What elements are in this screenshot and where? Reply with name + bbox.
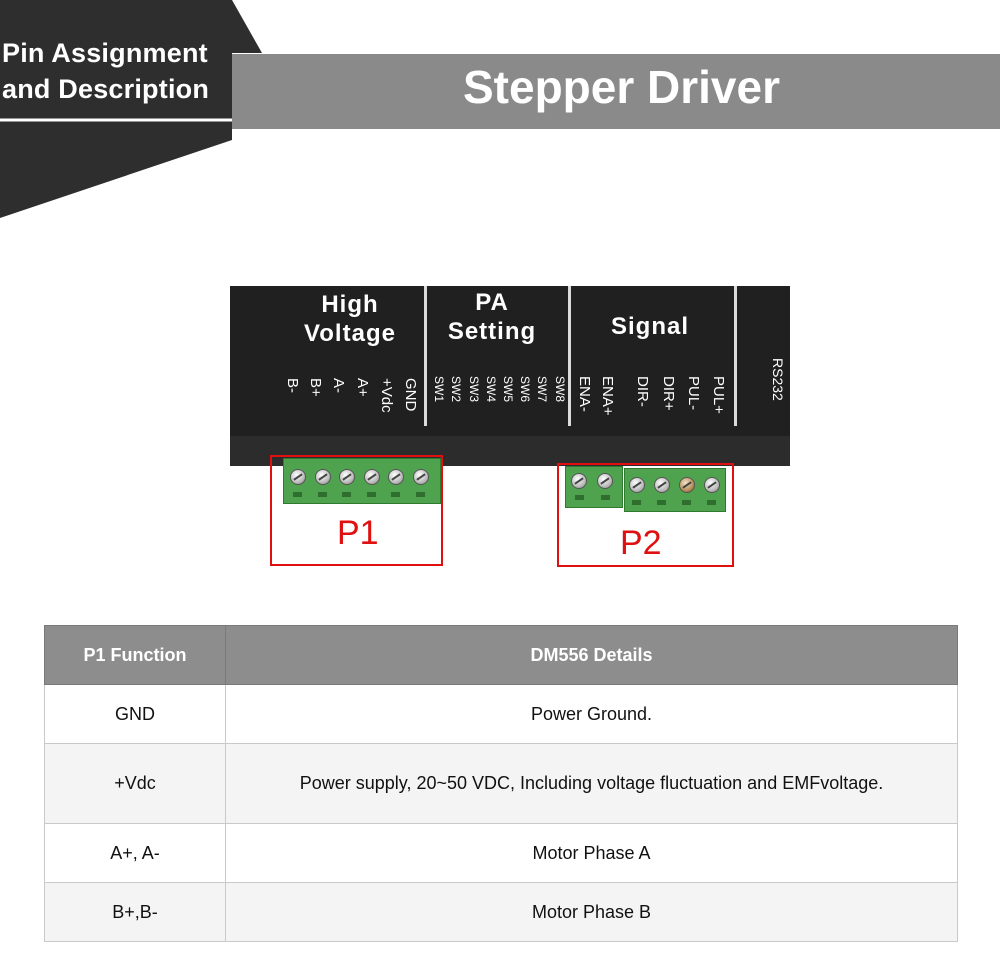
- pin-label: A+: [354, 378, 371, 397]
- driver-panel: High Voltage PA Setting Signal B- B+ A- …: [230, 286, 790, 466]
- details-cell: Power Ground.: [225, 684, 958, 744]
- column-header-function: P1 Function: [44, 625, 226, 685]
- switch-label: SW8: [553, 376, 567, 403]
- terminal-slot: [293, 492, 302, 497]
- pin-label: A-: [330, 378, 347, 393]
- terminal-slot: [416, 492, 425, 497]
- corner-heading-line2: and Description: [2, 74, 210, 104]
- pin-label: DIR+: [660, 376, 677, 411]
- terminal-slot: [367, 492, 376, 497]
- function-cell: GND: [44, 684, 226, 744]
- terminal-screw: [654, 477, 670, 493]
- terminal-screw: [315, 469, 331, 485]
- section-pa-setting-line1: PA: [475, 289, 509, 316]
- page-title: Stepper Driver: [462, 61, 780, 113]
- terminal-screw: [388, 469, 404, 485]
- section-divider: [568, 286, 571, 426]
- pin-label: B+: [307, 378, 324, 397]
- p2-highlight-box: [557, 463, 734, 567]
- terminal-slot: [342, 492, 351, 497]
- p2-signal-terminal: [624, 468, 726, 512]
- title-band: [232, 54, 1000, 129]
- p1-label: P1: [337, 514, 379, 552]
- terminal-screw: [704, 477, 720, 493]
- p1-terminal-block: [283, 458, 441, 504]
- terminal-screw: [413, 469, 429, 485]
- section-signal: Signal: [610, 313, 689, 340]
- corner-heading-line1: Pin Assignment: [2, 38, 208, 68]
- p1-highlight-box: [270, 455, 443, 566]
- section-divider: [734, 286, 737, 426]
- section-pa-setting-line2: Setting: [447, 318, 537, 345]
- terminal-screw: [679, 477, 695, 493]
- terminal-screw: [339, 469, 355, 485]
- details-cell: Motor Phase A: [225, 823, 958, 883]
- function-cell: A+, A-: [44, 823, 226, 883]
- terminal-screw: [364, 469, 380, 485]
- pin-label: ENA+: [599, 376, 616, 416]
- terminal-slot: [657, 500, 666, 505]
- terminal-screw: [597, 473, 613, 489]
- pin-label: DIR-: [634, 376, 651, 407]
- terminal-screw: [571, 473, 587, 489]
- section-high-voltage-line1: High: [321, 291, 379, 318]
- terminal-slot: [682, 500, 691, 505]
- p2-label: P2: [620, 524, 662, 562]
- terminal-slot: [707, 500, 716, 505]
- pin-label: PUL+: [710, 376, 727, 414]
- pin-label: GND: [402, 378, 419, 412]
- switch-label: SW2: [449, 376, 463, 403]
- switch-label: SW6: [518, 376, 532, 403]
- details-cell: Motor Phase B: [225, 882, 958, 942]
- rs232-label: RS232: [770, 358, 786, 401]
- switch-label: SW1: [432, 376, 446, 403]
- terminal-slot: [632, 500, 641, 505]
- terminal-slot: [601, 495, 610, 500]
- pin-label: PUL-: [685, 376, 702, 411]
- terminal-slot: [391, 492, 400, 497]
- section-high-voltage: High Voltage: [290, 290, 410, 348]
- function-cell: +Vdc: [44, 743, 226, 824]
- switch-label: SW3: [467, 376, 481, 403]
- table-row: A+, A- Motor Phase A: [44, 823, 958, 883]
- table-row: GND Power Ground.: [44, 684, 958, 744]
- terminal-slot: [575, 495, 584, 500]
- table-header-row: P1 Function DM556 Details: [44, 625, 958, 685]
- switch-label: SW4: [484, 376, 498, 403]
- pin-label: ENA-: [576, 376, 593, 412]
- switch-label: SW7: [535, 376, 549, 403]
- header-banner: [0, 0, 1000, 218]
- table-row: B+,B- Motor Phase B: [44, 882, 958, 942]
- section-divider: [424, 286, 427, 426]
- terminal-slot: [318, 492, 327, 497]
- function-cell: B+,B-: [44, 882, 226, 942]
- section-high-voltage-line2: Voltage: [304, 320, 396, 347]
- switch-label: SW5: [501, 376, 515, 403]
- pin-label: B-: [284, 378, 301, 393]
- terminal-screw: [629, 477, 645, 493]
- corner-panel: [0, 0, 262, 218]
- pin-label: +Vdc: [378, 378, 395, 413]
- details-cell: Power supply, 20~50 VDC, Including volta…: [225, 743, 958, 824]
- table-row: +Vdc Power supply, 20~50 VDC, Including …: [44, 743, 958, 824]
- pin-function-table: P1 Function DM556 Details GND Power Grou…: [44, 625, 958, 942]
- p2-enable-terminal: [565, 466, 623, 508]
- section-pa-setting: PA Setting: [430, 288, 554, 346]
- column-header-details: DM556 Details: [225, 625, 958, 685]
- terminal-screw: [290, 469, 306, 485]
